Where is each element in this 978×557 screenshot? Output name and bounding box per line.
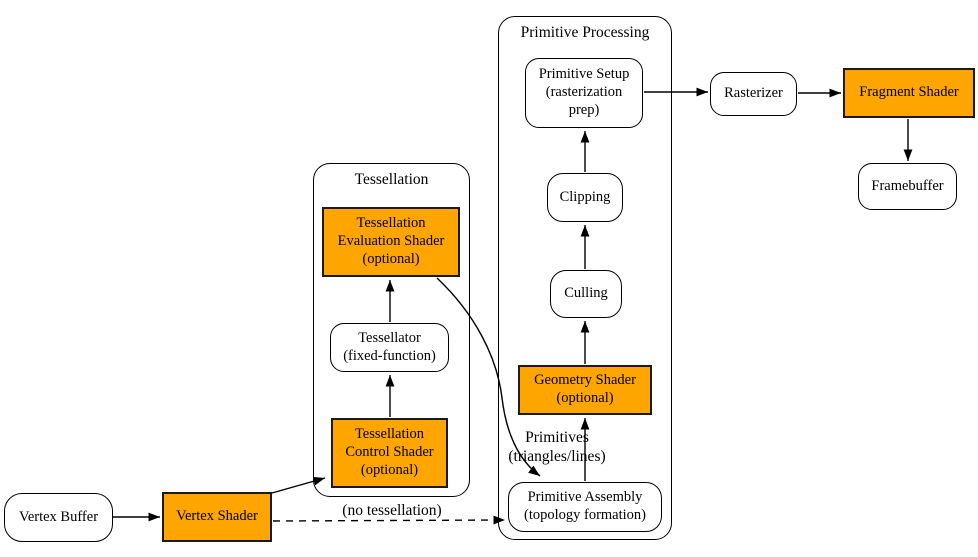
node-vertex-buffer: Vertex Buffer [4,493,113,542]
node-primitive-assembly-label: Primitive Assembly (topology formation) [523,489,647,523]
node-primitive-setup: Primitive Setup (rasterization prep) [525,58,643,128]
group-tessellation-title: Tessellation [354,171,429,188]
node-framebuffer-label: Framebuffer [871,177,944,194]
edge-tess-eval-to-primitive-assembly [436,277,541,477]
edge-label-primitives: Primitives (triangles/lines) [508,429,606,465]
node-tessellator: Tessellator (fixed-function) [330,323,449,372]
group-tessellation: Tessellation [313,163,470,497]
node-framebuffer: Framebuffer [858,163,957,210]
node-vertex-shader-label: Vertex Shader [176,508,258,525]
group-primitive-processing-title: Primitive Processing [520,24,650,41]
node-tessellation-control-shader-label: Tessellation Control Shader (optional) [345,426,434,478]
node-tessellation-evaluation-shader: Tessellation Evaluation Shader (optional… [322,207,460,277]
edge-label-no-tessellation: (no tessellation) [342,502,442,519]
node-geometry-shader: Geometry Shader (optional) [518,365,652,415]
node-culling-label: Culling [564,285,608,302]
node-tessellator-label: Tessellator (fixed-function) [343,329,436,364]
node-clipping-label: Clipping [559,188,611,205]
node-vertex-buffer-label: Vertex Buffer [18,508,99,525]
edge-vertex-shader-to-primitive-assembly-dashed [272,515,506,525]
group-primitive-processing: Primitive Processing [498,16,672,540]
node-primitive-setup-label: Primitive Setup (rasterization prep) [538,66,630,118]
node-fragment-shader: Fragment Shader [843,68,975,118]
node-rasterizer: Rasterizer [710,72,797,116]
node-vertex-shader: Vertex Shader [162,492,272,542]
node-culling: Culling [550,270,622,318]
node-tessellation-control-shader: Tessellation Control Shader (optional) [331,418,448,488]
node-tessellation-evaluation-shader-label: Tessellation Evaluation Shader (optional… [337,215,445,267]
node-clipping: Clipping [547,173,623,222]
node-primitive-assembly: Primitive Assembly (topology formation) [508,482,662,532]
node-geometry-shader-label: Geometry Shader (optional) [534,372,636,406]
node-fragment-shader-label: Fragment Shader [859,84,959,101]
node-rasterizer-label: Rasterizer [724,85,783,102]
